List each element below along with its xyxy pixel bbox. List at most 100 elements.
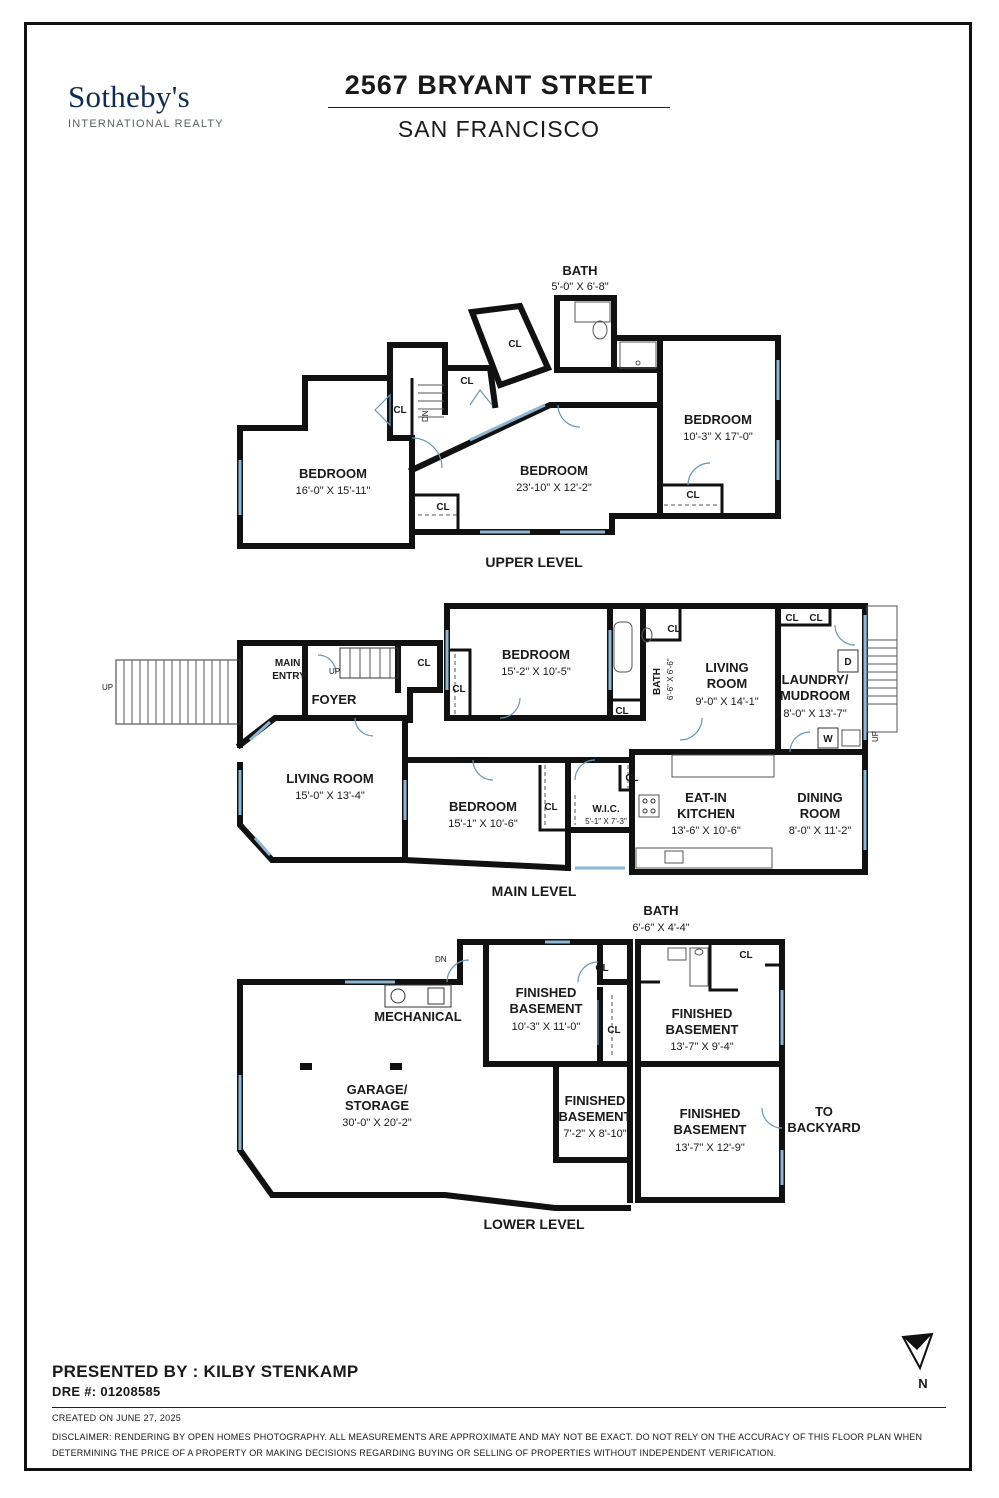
lower-level-doors	[446, 959, 783, 1129]
main-level-windows	[238, 615, 867, 870]
lower-closet-label: CL	[595, 963, 608, 974]
mechanical-label: MECHANICAL	[374, 1009, 461, 1024]
main-level-partitions	[447, 606, 832, 832]
lower-level-partitions	[638, 942, 782, 992]
basement-3-dims: 7'-2" X 8'-10"	[563, 1128, 626, 1140]
main-closet-label: CL	[452, 684, 465, 695]
upper-closet-label: CL	[393, 405, 406, 416]
lower-stair-down-label: DN	[435, 955, 447, 964]
laundry-mudroom-label: LAUNDRY/MUDROOM	[780, 672, 850, 703]
main-closet-label: CL	[809, 613, 822, 624]
wic-label: W.I.C.	[592, 804, 619, 815]
main-entry-label: MAIN ENTRY	[272, 658, 306, 682]
main-closet-label: CL	[785, 613, 798, 624]
property-address: 2567 BRYANT STREET	[328, 70, 670, 108]
upper-bedroom-right-label: BEDROOM	[684, 412, 752, 427]
main-closet-label: CL	[544, 802, 557, 813]
upper-bath-dims: 5'-0" X 6'-8"	[551, 281, 608, 293]
upper-bedroom-right-dims: 10'-3" X 17'-0"	[683, 431, 753, 443]
dryer-label: D	[844, 657, 851, 668]
main-level-fixtures	[454, 621, 861, 869]
lower-level-walls	[237, 939, 785, 1211]
upper-bedroom-left-label: BEDROOM	[299, 466, 367, 481]
main-living-room-dims: 15'-0" X 13'-4"	[295, 790, 365, 802]
main-living-room-rear-dims: 9'-0" X 14'-1"	[695, 696, 758, 708]
logo-subtitle: INTERNATIONAL REALTY	[68, 118, 224, 130]
foyer-stair-up-label: UP	[329, 667, 340, 676]
upper-bedroom-left-dims: 16'-0" X 15'-11"	[296, 485, 371, 497]
sothebys-logo: Sotheby's INTERNATIONAL REALTY	[68, 79, 224, 131]
upper-stair-down-label: DN	[421, 410, 430, 422]
upper-closet-label: CL	[686, 490, 699, 501]
main-entry-line: MAIN	[275, 658, 301, 669]
upper-closet-label: CL	[436, 502, 449, 513]
main-level-doors	[317, 624, 856, 781]
page-border	[24, 22, 972, 1471]
main-level-title: MAIN LEVEL	[492, 883, 577, 899]
lower-level-title: LOWER LEVEL	[483, 1216, 585, 1232]
lower-closet-label: CL	[607, 1025, 620, 1036]
upper-bedroom-center-label: BEDROOM	[520, 463, 588, 478]
main-bedroom-mid-dims: 15'-1" X 10'-6"	[448, 818, 518, 830]
main-closet-label: CL	[667, 624, 680, 635]
laundry-mudroom-dims: 8'-0" X 13'-7"	[783, 708, 846, 720]
main-level-walls	[235, 603, 868, 875]
upper-level-title: UPPER LEVEL	[485, 554, 583, 570]
main-closet-label: CL	[625, 773, 638, 784]
upper-level-windows	[238, 360, 780, 534]
footer-divider	[52, 1407, 946, 1408]
main-closet-label: CL	[417, 658, 430, 669]
main-bedroom-mid-label: BEDROOM	[449, 799, 517, 814]
main-bath-label: BATH	[652, 668, 663, 695]
garage-dims: 30'-0" X 20'-2"	[342, 1117, 412, 1129]
logo-name: Sotheby's	[68, 79, 190, 114]
upper-closet-label: CL	[460, 376, 473, 387]
lower-bath-label: BATH	[643, 903, 678, 918]
north-arrow-icon	[901, 1332, 934, 1371]
lower-level-windows	[238, 940, 784, 1185]
front-stair-up-label: UP	[102, 683, 113, 692]
upper-closet-label: CL	[508, 339, 521, 350]
basement-1-dims: 10'-3" X 11'-0"	[512, 1021, 581, 1033]
kitchen-dims: 13'-6" X 10'-6"	[671, 825, 741, 837]
main-bedroom-front-dims: 15'-2" X 10'-5"	[501, 666, 571, 678]
basement-4-dims: 13'-7" X 12'-9"	[675, 1142, 745, 1154]
lower-closet-label: CL	[739, 950, 752, 961]
washer-label: W	[823, 734, 833, 745]
dre-number: DRE #: 01208585	[52, 1384, 161, 1399]
upper-bath-label: BATH	[562, 263, 597, 278]
main-closet-label: CL	[615, 706, 628, 717]
property-city: SAN FRANCISCO	[397, 116, 601, 142]
main-level-stairs	[115, 605, 898, 733]
main-bath-dims: 6'-6" X 6'-6"	[666, 658, 675, 700]
upper-level-stairs	[410, 378, 444, 438]
garage-label: GARAGE/STORAGE	[345, 1082, 409, 1113]
disclaimer: DISCLAIMER: RENDERING BY OPEN HOMES PHOT…	[52, 1432, 923, 1458]
created-date: CREATED ON JUNE 27, 2025	[52, 1413, 182, 1423]
upper-level-doors	[374, 388, 711, 486]
dining-room-dims: 8'-0" X 11'-2"	[789, 825, 852, 837]
upper-level-walls	[237, 295, 781, 549]
lower-bath-dims: 6'-6" X 4'-4"	[632, 922, 689, 934]
main-bedroom-front-label: BEDROOM	[502, 647, 570, 662]
upper-level-fixtures	[418, 301, 720, 516]
north-label: N	[918, 1376, 927, 1391]
title-block: 2567 BRYANT STREET SAN FRANCISCO	[328, 70, 670, 143]
lower-level-fixtures	[300, 947, 709, 1070]
rear-stair-up-label: UP	[871, 731, 880, 742]
basement-2-dims: 13'-7" X 9'-4"	[670, 1041, 733, 1053]
wic-dims: 5'-1" X 7'-3"	[585, 817, 627, 826]
upper-bedroom-center-dims: 23'-10" X 12'-2"	[516, 482, 592, 494]
main-living-room-label: LIVING ROOM	[286, 771, 373, 786]
foyer-label: FOYER	[312, 692, 357, 707]
presented-by: PRESENTED BY : KILBY STENKAMP	[52, 1362, 359, 1381]
